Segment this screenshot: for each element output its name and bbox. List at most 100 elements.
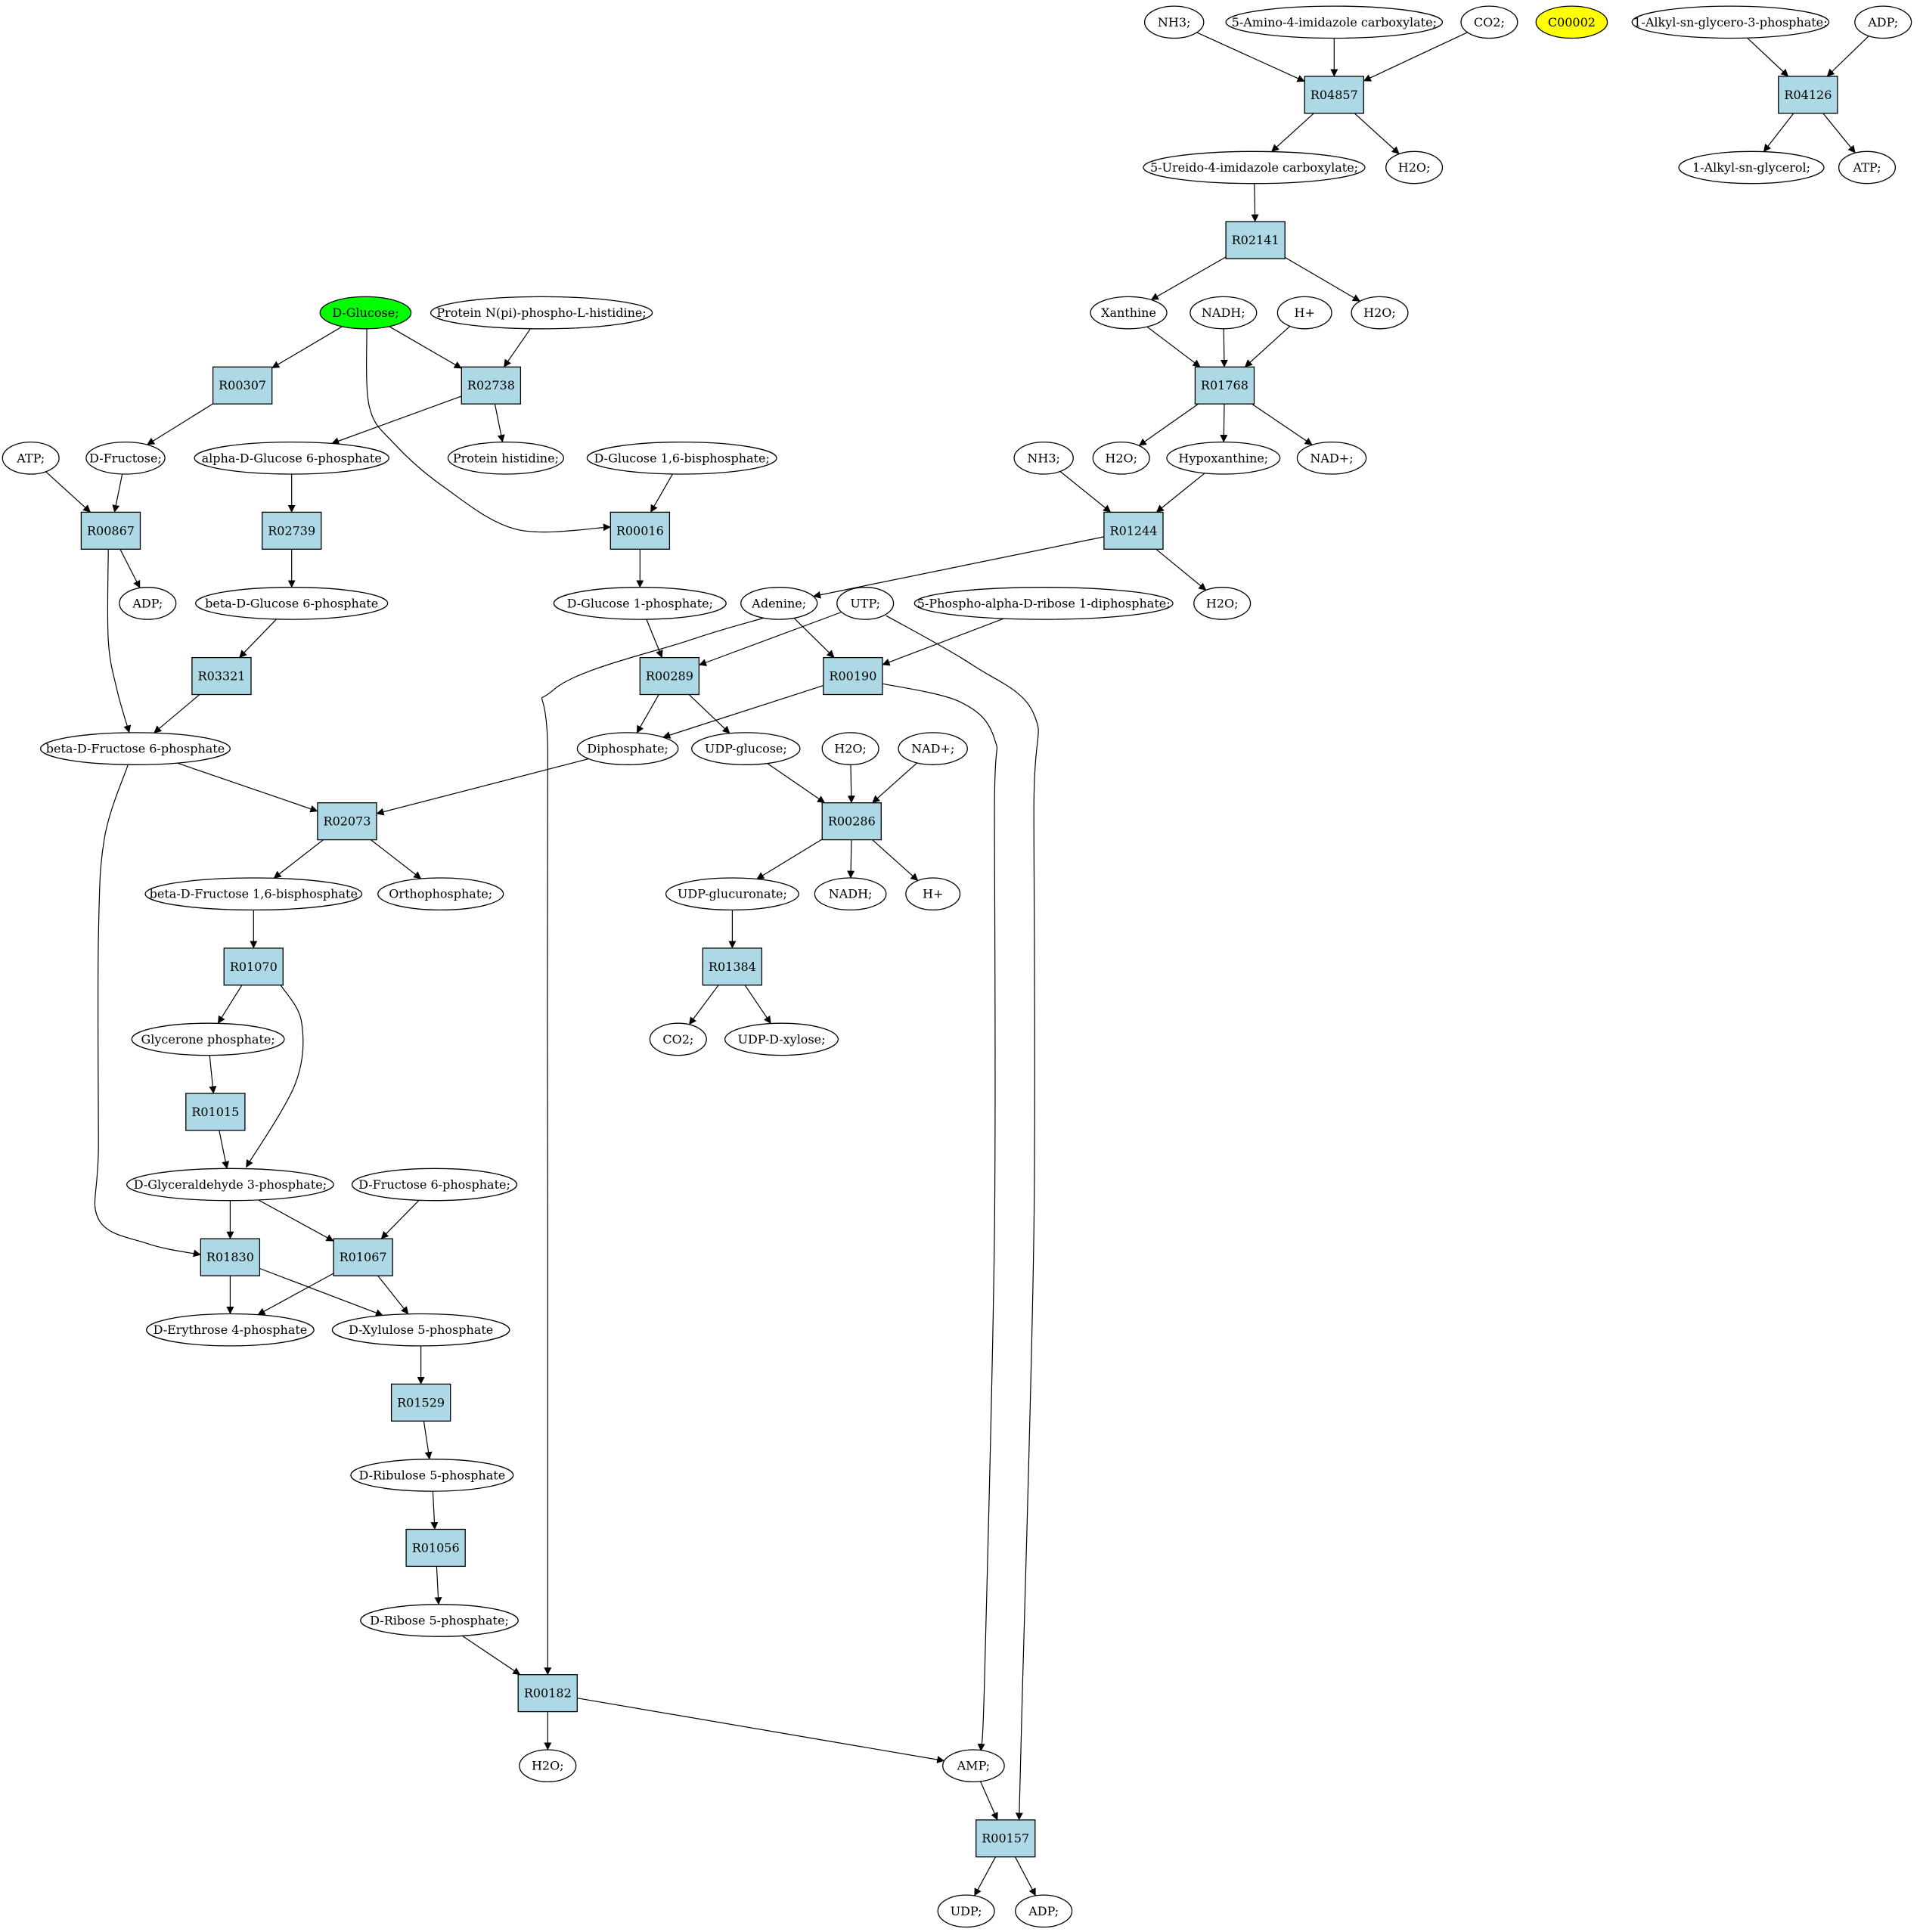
compound-node-nh3-a[interactable]: NH3; [1143,5,1205,39]
compound-node-g16bp[interactable]: D-Glucose 1,6-bisphosphate; [586,441,777,475]
compound-node-dglucose[interactable]: D-Glucose; [319,296,412,330]
compound-ellipse [1013,441,1074,475]
reaction-node-r02738[interactable]: R02738 [461,366,522,405]
reaction-node-r02739[interactable]: R02739 [262,511,322,550]
compound-label: D-Ribulose 5-phosphate [358,1468,505,1482]
compound-node-hplus-b[interactable]: H+ [905,877,961,911]
reaction-node-r01244[interactable]: R01244 [1103,511,1164,550]
compound-node-uic[interactable]: 5-Ureido-4-imidazole carboxylate; [1143,150,1366,185]
edge-r-R01768-to-c-h2o-c [1138,403,1199,446]
edge-r-R01244-to-c-h2o-d [1155,548,1207,591]
compound-node-co2-a[interactable]: CO2; [1460,5,1518,39]
reaction-label: R00157 [982,1831,1029,1846]
compound-node-h2o-d[interactable]: H2O; [1193,587,1252,620]
edge-r-R04126-to-c-atp-a [1822,113,1856,154]
compound-ellipse [126,1168,334,1202]
compound-node-adenine[interactable]: Adenine; [740,587,818,620]
compound-label: Protein N(pi)-phospho-L-histidine; [436,305,646,320]
compound-node-orthop[interactable]: Orthophosphate; [377,877,504,911]
reaction-node-r01067[interactable]: R01067 [333,1238,393,1276]
edge-c-hypox-to-r-R01244 [1155,473,1205,513]
compound-node-prothis[interactable]: Protein histidine; [447,441,565,475]
compound-node-udpglcu[interactable]: UDP-glucuronate; [665,877,799,911]
compound-node-e4p[interactable]: D-Erythrose 4-phosphate [146,1313,315,1347]
reaction-node-r01015[interactable]: R01015 [185,1093,246,1131]
compound-node-udpglc[interactable]: UDP-glucose; [691,732,801,765]
compound-node-protnpi[interactable]: Protein N(pi)-phospho-L-histidine; [430,296,653,330]
compound-node-aic[interactable]: 5-Amino-4-imidazole carboxylate; [1225,5,1444,39]
compound-node-diphos[interactable]: Diphosphate; [576,732,679,765]
reaction-node-r00289[interactable]: R00289 [639,656,700,696]
compound-node-nadh-b[interactable]: NADH; [814,877,887,911]
reaction-label: R00016 [616,523,664,538]
reaction-node-r02141[interactable]: R02141 [1225,221,1286,259]
compound-node-adp-a[interactable]: ADP; [1854,5,1912,39]
compound-node-g3p[interactable]: D-Glyceraldehyde 3-phosphate; [126,1168,334,1202]
compound-node-nh3-b[interactable]: NH3; [1013,441,1074,475]
compound-node-h2o-f[interactable]: H2O; [519,1749,577,1783]
compound-node-utp[interactable]: UTP; [836,587,895,620]
reaction-node-r04857[interactable]: R04857 [1304,76,1364,114]
reaction-label: R00286 [828,814,876,829]
compound-node-udp[interactable]: UDP; [937,1894,995,1928]
compound-node-prpp[interactable]: 5-Phospho-alpha-D-ribose 1-diphosphate; [913,587,1174,620]
reaction-node-r00182[interactable]: R00182 [517,1674,578,1713]
compound-node-bf6p[interactable]: beta-D-Fructose 6-phosphate [40,732,231,765]
compound-node-co2-b[interactable]: CO2; [649,1022,707,1056]
compound-node-bg6p[interactable]: beta-D-Glucose 6-phosphate [195,587,389,620]
reaction-node-r00307[interactable]: R00307 [212,366,273,405]
compound-node-amp[interactable]: AMP; [942,1749,1005,1783]
reaction-node-r00016[interactable]: R00016 [609,511,671,550]
compound-node-atp-b[interactable]: ATP; [2,441,60,475]
compound-label: UDP-glucose; [705,742,787,756]
compound-ellipse [1090,296,1168,330]
compound-node-atp-a[interactable]: ATP; [1838,150,1897,185]
reaction-node-r01384[interactable]: R01384 [702,947,763,986]
reaction-node-r00867[interactable]: R00867 [80,511,141,550]
compound-node-alkylg[interactable]: 1-Alkyl-sn-glycerol; [1678,150,1825,185]
compound-node-bf16bp[interactable]: beta-D-Fructose 1,6-bisphosphate [144,877,363,911]
compound-node-hplus-a[interactable]: H+ [1276,296,1332,330]
compound-node-x5p[interactable]: D-Xylulose 5-phosphate [331,1313,510,1347]
reaction-node-r01529[interactable]: R01529 [390,1383,451,1422]
reaction-node-r01830[interactable]: R01830 [200,1238,261,1276]
compound-node-dfructose[interactable]: D-Fructose; [85,441,166,475]
compound-label: UTP; [850,596,880,610]
compound-node-adp-c[interactable]: ADP; [1015,1894,1073,1928]
compound-node-adp-b[interactable]: ADP; [119,587,177,620]
reaction-node-r00157[interactable]: R00157 [976,1819,1036,1858]
compound-label: beta-D-Fructose 1,6-bisphosphate [150,887,358,901]
edge-c-co2-a-to-r-R04857 [1363,32,1468,82]
compound-node-alkylg3p[interactable]: 1-Alkyl-sn-glycero-3-phosphate; [1631,5,1830,39]
compound-node-nadh-a[interactable]: NADH; [1190,296,1258,330]
compound-label: D-Glucose 1,6-bisphosphate; [594,451,770,465]
compound-node-xanthine[interactable]: Xanthine [1090,296,1168,330]
reaction-node-r04126[interactable]: R04126 [1778,76,1838,114]
reaction-node-r01768[interactable]: R01768 [1194,366,1255,405]
compound-node-df6p[interactable]: D-Fructose 6-phosphate; [351,1168,518,1202]
compound-ellipse [1535,5,1608,39]
compound-node-h2o-b[interactable]: H2O; [1351,296,1409,330]
reaction-node-r01070[interactable]: R01070 [223,947,284,986]
compound-node-h2o-c[interactable]: H2O; [1092,441,1150,475]
compound-node-h2o-a[interactable]: H2O; [1385,150,1444,185]
compound-node-h2o-e[interactable]: H2O; [821,732,879,765]
compound-node-glycp[interactable]: Glycerone phosphate; [131,1022,285,1056]
compound-node-nadp-b[interactable]: NAD+; [898,732,968,765]
compound-node-c00002[interactable]: C00002 [1535,5,1608,39]
reaction-node-r02073[interactable]: R02073 [317,802,377,841]
edge-c-bg6p-to-r-R03321 [239,619,278,659]
reaction-node-r03321[interactable]: R03321 [191,656,252,696]
compound-node-udpxyl[interactable]: UDP-D-xylose; [724,1022,839,1056]
compound-node-ru5p[interactable]: D-Ribulose 5-phosphate [350,1459,514,1492]
compound-label: NH3; [1158,15,1191,29]
reaction-node-r01056[interactable]: R01056 [405,1528,466,1568]
compound-node-nadp-a[interactable]: NAD+; [1296,441,1367,475]
compound-node-r5p[interactable]: D-Ribose 5-phosphate; [360,1604,519,1637]
reaction-box [405,1528,466,1568]
reaction-node-r00190[interactable]: R00190 [823,656,883,696]
reaction-node-r00286[interactable]: R00286 [821,802,882,841]
compound-node-ag6p[interactable]: alpha-D-Glucose 6-phosphate [194,441,389,475]
compound-node-hypox[interactable]: Hypoxanthine; [1166,441,1281,475]
compound-node-g1p[interactable]: D-Glucose 1-phosphate; [553,587,727,620]
